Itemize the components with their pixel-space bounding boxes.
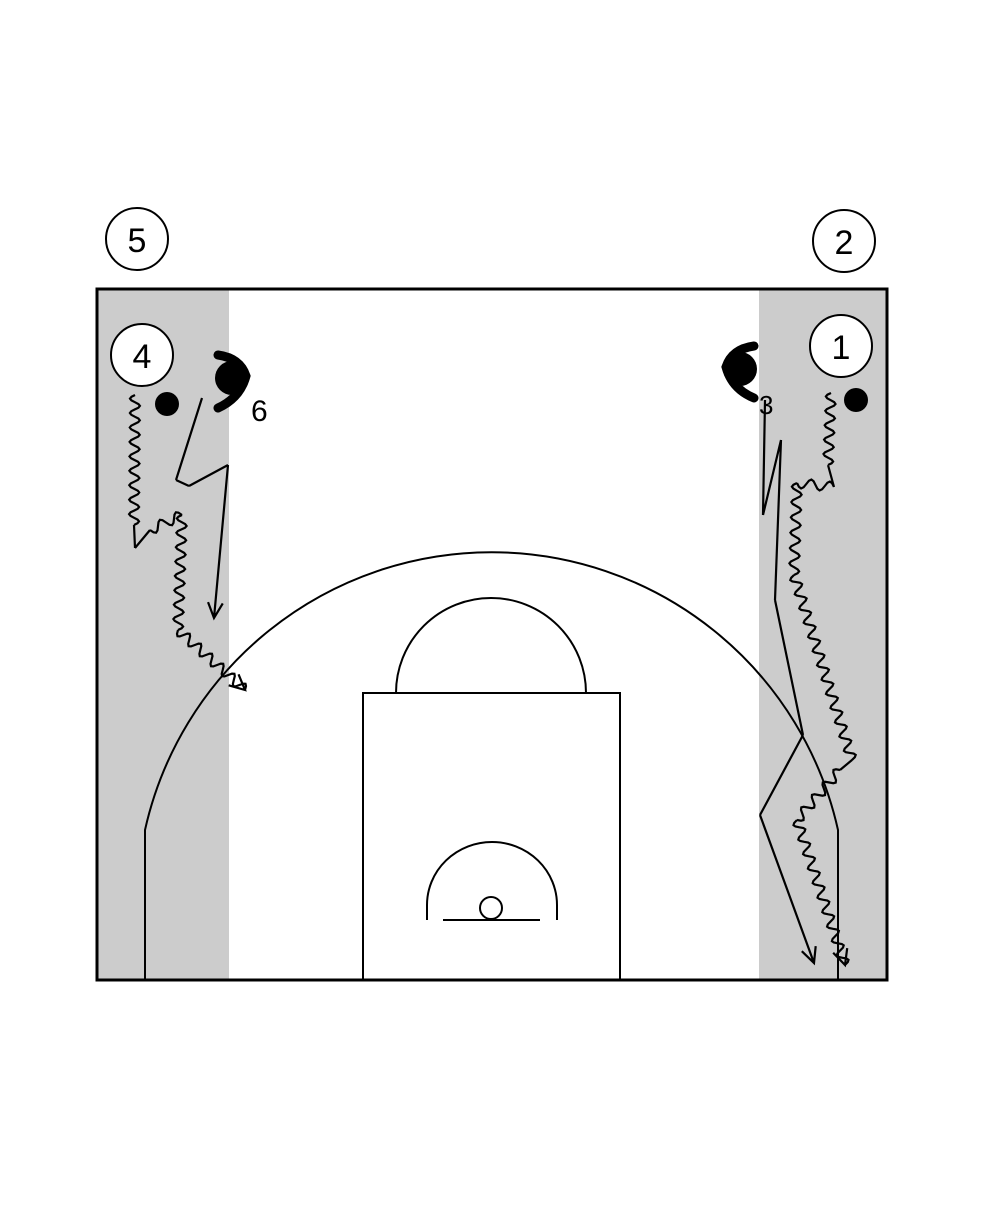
player-label: 1: [832, 329, 851, 367]
offense-player-4: 4: [110, 323, 174, 387]
restricted-area-arc: [426, 841, 558, 920]
defender-6: 6: [213, 350, 268, 428]
dribble-path-4: [127, 394, 248, 692]
movements: [127, 392, 858, 968]
hoop: [479, 896, 503, 920]
player-label: 2: [835, 224, 854, 262]
defender-label: 6: [251, 395, 268, 428]
offense-players: 5 2 4 1: [105, 207, 876, 387]
ball-icon: [844, 388, 868, 412]
cut-path-3: [758, 399, 817, 966]
free-throw-circle: [395, 597, 587, 694]
ball-icon: [155, 392, 179, 416]
right-lane-shade: [759, 289, 887, 980]
defender-label: 3: [759, 390, 773, 420]
player-label: 4: [133, 338, 152, 376]
defender-icon: [213, 350, 251, 413]
left-lane-shade: [97, 289, 229, 980]
offense-player-2: 2: [812, 209, 876, 273]
cut-path-6: [174, 397, 230, 621]
offense-player-5: 5: [105, 207, 169, 271]
three-point-line: [144, 551, 839, 980]
player-label: 5: [128, 222, 147, 260]
dribble-path-1: [788, 392, 858, 968]
defender-3: 3: [721, 341, 773, 420]
key: [362, 692, 621, 981]
offense-player-1: 1: [809, 314, 873, 378]
defender-icon: [721, 341, 759, 403]
